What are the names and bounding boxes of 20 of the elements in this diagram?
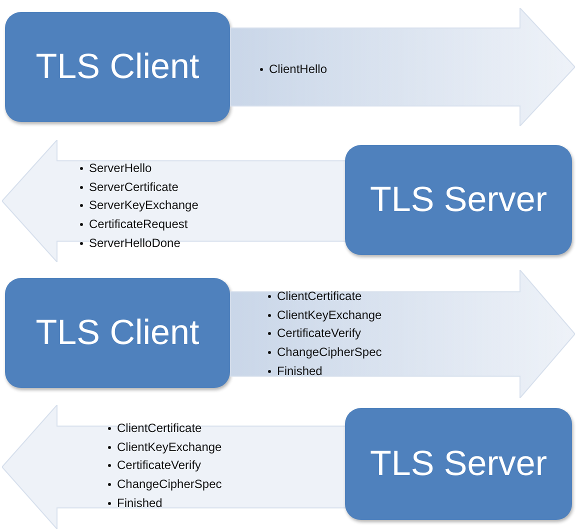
message-name: ClientCertificate: [108, 419, 222, 438]
message-name: Finished: [108, 494, 222, 513]
message-name: ChangeCipherSpec: [108, 475, 222, 494]
message-name: ClientCertificate: [268, 287, 382, 306]
party-box: TLS Server: [345, 408, 572, 520]
message-name: ServerCertificate: [80, 178, 198, 196]
party-box: TLS Client: [5, 278, 230, 388]
message-name: ServerKeyExchange: [80, 196, 198, 216]
party-box: TLS Client: [5, 12, 230, 122]
message-name: CertificateVerify: [268, 324, 382, 344]
message-name: ClientKeyExchange: [268, 306, 382, 324]
message-name: CertificateRequest: [80, 215, 198, 234]
message-name: ServerHelloDone: [80, 234, 198, 253]
party-box: TLS Server: [345, 145, 572, 255]
message-name: ServerHello: [80, 159, 198, 178]
message-name: ClientKeyExchange: [108, 438, 222, 456]
message-name: Finished: [268, 362, 382, 381]
message-name: ClientHello: [260, 60, 328, 79]
message-name: ChangeCipherSpec: [268, 343, 382, 362]
message-name: CertificateVerify: [108, 456, 222, 476]
